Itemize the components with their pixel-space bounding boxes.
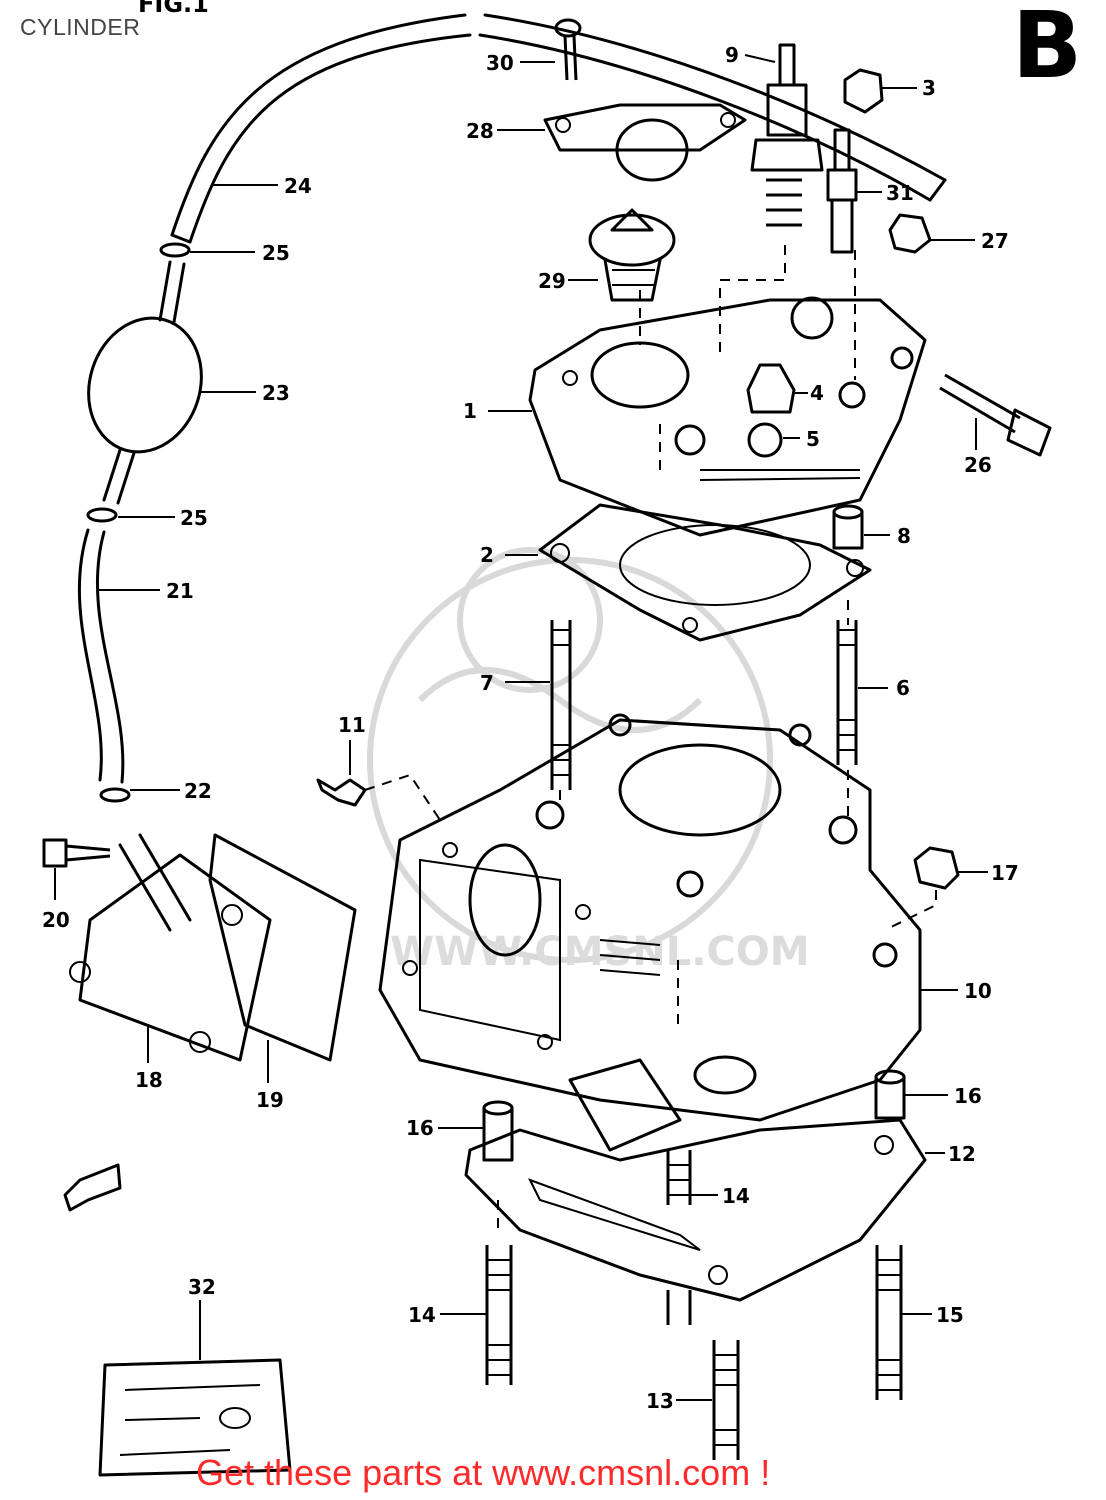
stud-13 (712, 1340, 740, 1460)
callout-14-lower: 14 (408, 1303, 436, 1327)
front-arrow-icon (63, 1163, 122, 1212)
callout-20: 20 (42, 908, 70, 932)
bolt-20 (42, 838, 111, 868)
parts-shop-link[interactable]: Get these parts at www.cmsnl.com ! (196, 1452, 771, 1493)
hose-24 (170, 13, 947, 244)
stud-15 (875, 1245, 903, 1400)
page-title: CYLINDER (20, 14, 141, 40)
leader-lines (54, 54, 988, 1401)
watermark-text: WWW.CMSNL.COM (390, 929, 810, 975)
callout-17: 17 (991, 861, 1019, 885)
callout-16-left: 16 (406, 1116, 434, 1140)
nut-4 (746, 363, 796, 414)
callout-numbers: 1 2 3 4 5 6 7 8 9 10 11 12 13 14 14 14 1… (42, 43, 1019, 1413)
callout-8: 8 (897, 524, 911, 548)
assembly-lines (364, 245, 937, 1235)
nut-3 (843, 68, 884, 114)
callout-31: 31 (886, 181, 914, 205)
clamp-25-lower (86, 507, 118, 523)
callout-10: 10 (964, 979, 992, 1003)
callout-3: 3 (922, 76, 936, 100)
label-plate-32 (98, 1358, 292, 1477)
base-gasket-12 (464, 1118, 927, 1302)
dowel-16-left (482, 1100, 514, 1162)
clamp-22 (99, 787, 131, 803)
callout-19: 19 (256, 1088, 284, 1112)
spark-plug-9 (750, 43, 824, 227)
callout-24: 24 (284, 174, 312, 198)
callout-11: 11 (338, 713, 366, 737)
callout-15: 15 (936, 1303, 964, 1327)
filter-23 (87, 260, 203, 505)
dowel-16-right (874, 1069, 906, 1120)
fitting-11 (316, 778, 367, 807)
nut-27 (888, 213, 932, 254)
callout-27: 27 (981, 229, 1009, 253)
callout-6: 6 (896, 676, 910, 700)
callout-4: 4 (810, 381, 824, 405)
callout-21: 21 (166, 579, 194, 603)
figure-label: FIG.1 (138, 0, 209, 18)
callout-18: 18 (135, 1068, 163, 1092)
stud-14-lower (485, 1245, 513, 1385)
callout-1: 1 (463, 399, 477, 423)
nut-17 (913, 846, 960, 890)
callout-28: 28 (466, 119, 494, 143)
callout-25-lower: 25 (180, 506, 208, 530)
sensor-31 (826, 128, 858, 254)
screw-30 (554, 18, 582, 81)
stud-7 (550, 620, 572, 790)
cylinder-head-1 (528, 296, 927, 537)
callout-9: 9 (725, 43, 739, 67)
callout-29: 29 (538, 269, 566, 293)
section-letter: B (1012, 0, 1083, 99)
cover-18 (69, 833, 272, 1062)
stud-14-upper (666, 1150, 692, 1325)
callout-14-upper: 14 (722, 1184, 750, 1208)
watermark-logo: WWW.CMSNL.COM (367, 547, 810, 975)
thermostat-cap-28 (543, 103, 747, 182)
callout-32: 32 (188, 1275, 216, 1299)
callout-5: 5 (806, 427, 820, 451)
callout-13: 13 (646, 1389, 674, 1413)
gasket-19 (208, 833, 357, 1062)
callout-30: 30 (486, 51, 514, 75)
callout-16-right: 16 (954, 1084, 982, 1108)
callout-7: 7 (480, 671, 494, 695)
hose-21 (77, 528, 103, 782)
callout-12: 12 (948, 1142, 976, 1166)
dowel-8 (832, 504, 864, 550)
stud-6 (836, 620, 858, 765)
callout-23: 23 (262, 381, 290, 405)
bolt-26 (939, 373, 1052, 457)
callout-26: 26 (964, 453, 992, 477)
head-gasket-2 (538, 503, 872, 642)
callout-2: 2 (480, 543, 494, 567)
thermostat-29 (588, 208, 676, 302)
clamp-25-upper (159, 242, 191, 258)
callout-25-upper: 25 (262, 241, 290, 265)
callout-22: 22 (184, 779, 212, 803)
